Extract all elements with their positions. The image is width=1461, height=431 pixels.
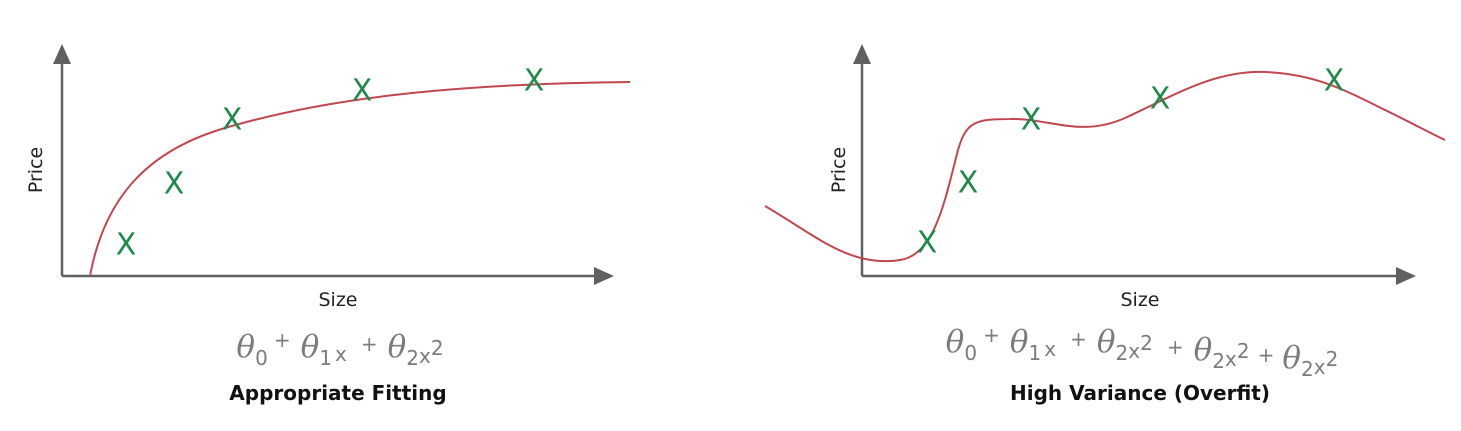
data-point-marker: X <box>1150 82 1171 117</box>
data-point-marker: X <box>116 228 137 263</box>
data-point-marker: X <box>958 166 979 201</box>
data-point-marker: X <box>164 167 185 202</box>
data-point-marker: X <box>1324 64 1345 99</box>
y-axis-arrow-left <box>53 44 71 64</box>
x-axis-arrow-right <box>1396 267 1416 285</box>
y-axis-arrow-right <box>853 44 871 64</box>
data-point-marker: X <box>1021 103 1042 138</box>
data-point-marker: X <box>222 103 243 138</box>
x-axis-arrow-left <box>594 267 614 285</box>
data-point-marker: X <box>352 74 373 109</box>
caption-left: Appropriate Fitting <box>229 381 446 405</box>
axes-right <box>853 44 1416 285</box>
y-axis-label-left: Price <box>25 147 47 193</box>
fit-curve-left <box>89 81 631 277</box>
axes-left <box>53 44 614 285</box>
caption-right: High Variance (Overfit) <box>1010 381 1270 405</box>
fit-curve-right <box>764 70 1446 263</box>
x-axis-label-right: Size <box>1120 289 1159 311</box>
x-axis-label-left: Size <box>318 289 357 311</box>
data-point-marker: X <box>524 64 545 99</box>
y-axis-label-right: Price <box>828 147 850 193</box>
data-point-marker: X <box>917 226 938 261</box>
